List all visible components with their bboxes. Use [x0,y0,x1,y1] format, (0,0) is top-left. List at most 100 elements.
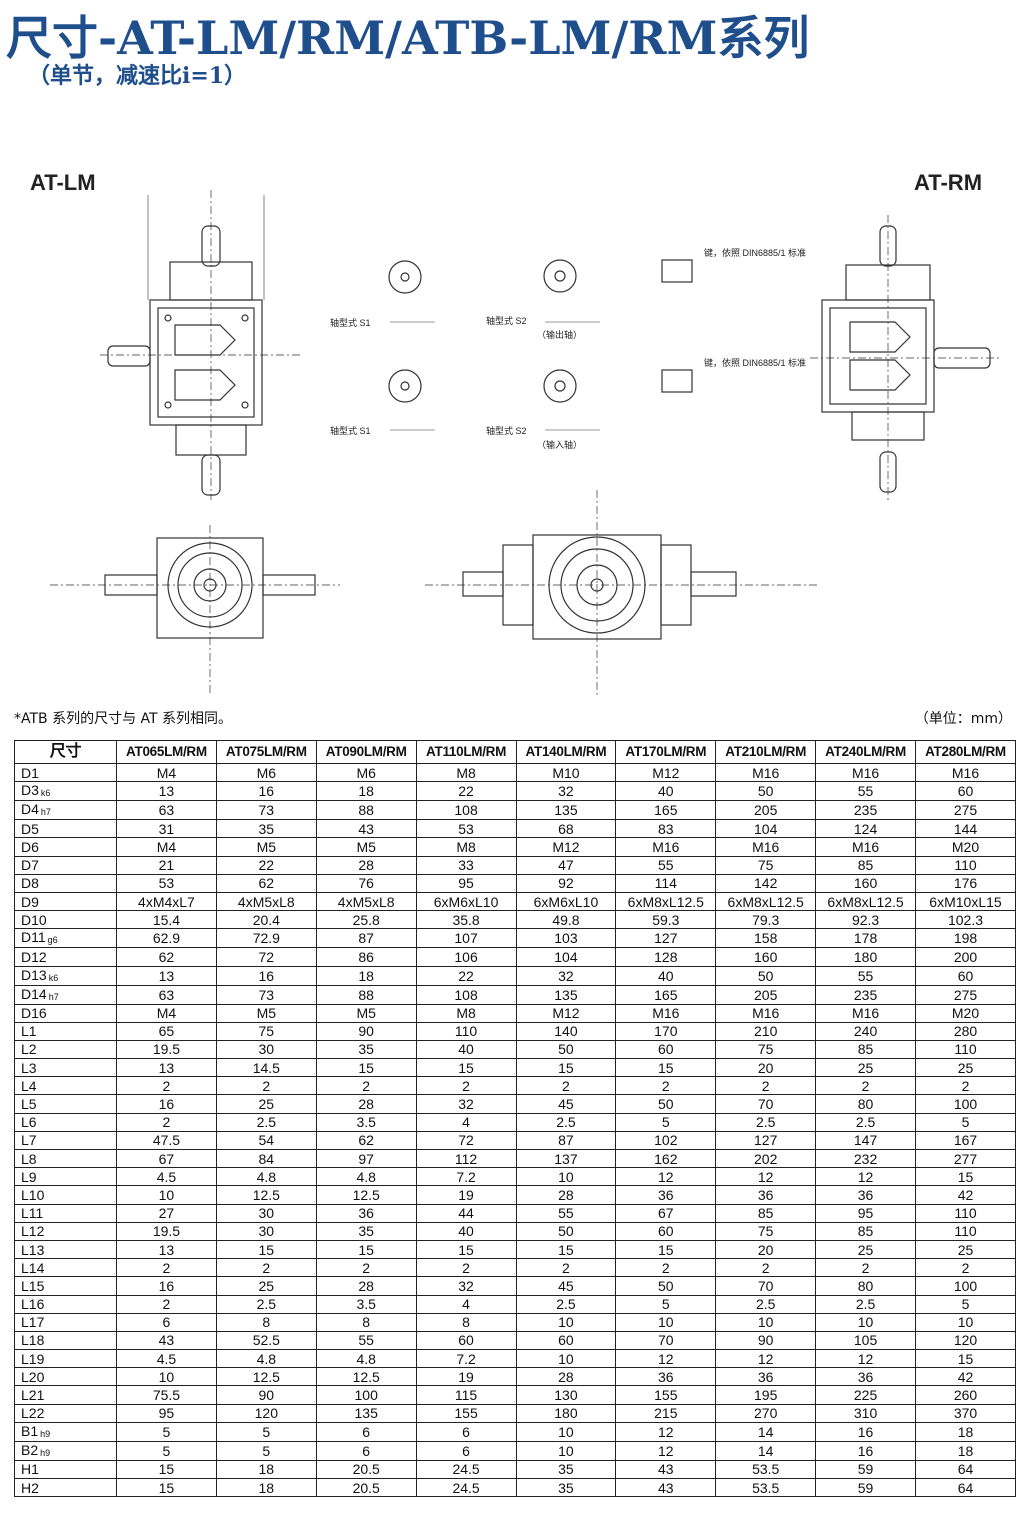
table-cell: 10 [715,1312,817,1332]
table-cell: 16 [815,1440,916,1461]
table-cell: 75 [715,855,817,875]
table-cell: M4 [116,762,217,783]
table-cell: 75.5 [116,1385,217,1405]
table-cell: 31 [116,819,217,839]
table-cell: 4.8 [315,1349,417,1369]
table-cell: 18 [215,1477,317,1498]
table-cell: 35 [315,1039,417,1060]
table-cell: 205 [715,984,817,1005]
table-cell: M4 [116,837,217,857]
table-cell: 107 [415,928,517,949]
dimension-name: L12 [14,1221,117,1241]
table-cell: 10 [515,1349,617,1369]
column-header: AT210LM/RM [715,740,817,764]
table-cell: 10 [515,1421,617,1442]
table-cell: 127 [615,928,717,949]
table-cell: 53.5 [715,1459,817,1480]
table-cell: 90 [215,1385,317,1405]
table-cell: 35 [515,1459,617,1480]
table-cell: M16 [615,1003,717,1023]
table-cell: 60 [615,1221,717,1241]
table-cell: 10 [116,1185,217,1205]
table-cell: 102 [615,1130,717,1151]
table-cell: 75 [715,1039,817,1060]
table-cell: 36 [715,1367,817,1387]
table-cell: 2 [715,1076,817,1096]
table-cell: 18 [315,781,417,802]
table-cell: 63 [116,800,217,821]
table-cell: 28 [515,1367,617,1387]
table-cell: 18 [915,1440,1016,1461]
table-cell: 75 [715,1221,817,1241]
table-cell: 4.8 [215,1167,317,1187]
table-cell: M5 [315,1003,417,1023]
table-cell: 137 [515,1148,617,1169]
table-cell: 44 [415,1203,517,1223]
dimension-name: D1 [14,762,117,783]
table-cell: 92 [515,873,617,893]
dimension-name: L19 [14,1349,117,1369]
table-cell: 2 [515,1258,617,1278]
shaft-type-s1-label-2: 轴型式 S1 [330,425,371,436]
table-cell: 19.5 [116,1221,217,1241]
table-cell: M16 [815,1003,916,1023]
table-cell: 2 [315,1258,417,1278]
table-cell: 4.8 [215,1349,317,1369]
table-cell: 6xM6xL10 [515,891,617,912]
table-cell: 15 [615,1239,717,1260]
table-cell: 225 [815,1385,916,1405]
table-cell: 32 [415,1094,517,1114]
dimension-name: L2 [14,1039,117,1060]
atb-side-view [425,490,820,695]
table-cell: 4.5 [116,1349,217,1369]
table-cell: 16 [116,1094,217,1114]
table-cell: 12 [815,1167,916,1187]
table-cell: 95 [415,873,517,893]
table-cell: 135 [315,1403,417,1423]
table-cell: M5 [315,837,417,857]
table-cell: 59 [815,1477,916,1498]
table-cell: 24.5 [415,1477,517,1498]
table-cell: 25 [815,1239,916,1260]
table-cell: 144 [915,819,1016,839]
table-cell: 12 [615,1167,717,1187]
table-cell: 2 [116,1112,217,1132]
dimension-name: L6 [14,1112,117,1132]
column-header: 尺寸 [14,740,117,764]
table-cell: 260 [915,1385,1016,1405]
table-cell: 100 [915,1094,1016,1114]
table-cell: 42 [915,1367,1016,1387]
table-cell: 25 [915,1058,1016,1078]
table-cell: 25 [915,1239,1016,1260]
table-cell: 45 [515,1094,617,1114]
table-cell: 2 [215,1258,317,1278]
table-cell: 22 [215,855,317,875]
dimension-name: D6 [14,837,117,857]
table-cell: 158 [715,928,817,949]
table-cell: 19 [415,1367,517,1387]
table-cell: 88 [315,984,417,1005]
table-cell: 5 [615,1112,717,1132]
table-cell: 13 [116,1239,217,1260]
table-cell: 20 [715,1058,817,1078]
table-cell: 5 [915,1112,1016,1132]
table-cell: 25 [215,1276,317,1296]
shaft-type-s1-label-1: 轴型式 S1 [330,317,371,328]
dimension-name: L7 [14,1130,117,1151]
table-cell: 84 [215,1148,317,1169]
table-cell: 30 [215,1221,317,1241]
table-cell: 47 [515,855,617,875]
table-cell: 5 [215,1440,317,1461]
table-cell: 10 [515,1167,617,1187]
table-cell: 12 [815,1349,916,1369]
